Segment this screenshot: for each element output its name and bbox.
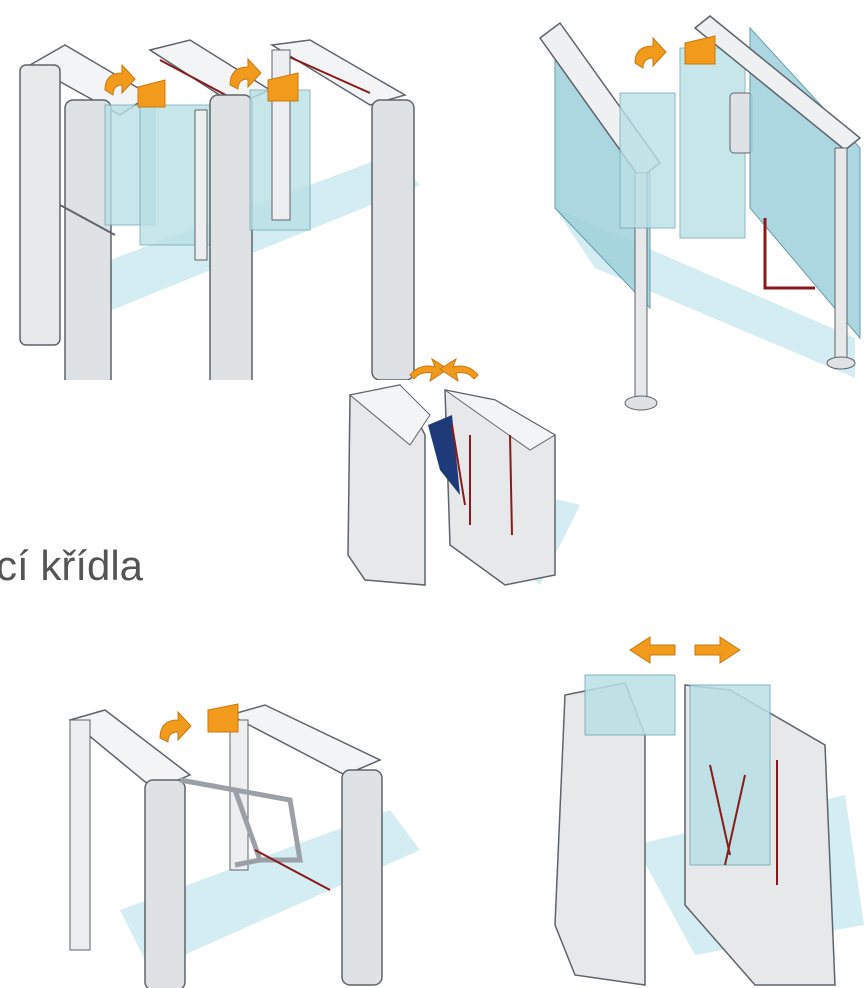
frame-post [342, 770, 382, 985]
swing-arrow-icon [685, 36, 715, 64]
swing-arrow-icon [160, 712, 191, 742]
slide-right-arrow-icon [695, 637, 740, 663]
arm-swing-gate-illustration [60, 700, 430, 988]
swing-arrow-icon [208, 704, 238, 732]
frame-post [70, 720, 90, 950]
slide-caption: cí křídla [0, 542, 143, 590]
frame-post [372, 100, 414, 380]
frame-post [210, 95, 252, 380]
sliding-glass-gate-illustration [545, 625, 864, 988]
swing-gate-triple-illustration [10, 35, 430, 380]
folding-wing-gate-illustration [340, 355, 590, 605]
glass-slider [585, 675, 675, 735]
glass-panel [620, 93, 675, 228]
frame-post [145, 780, 185, 988]
swing-arrow-icon [635, 38, 666, 68]
swing-arrow-icon [138, 80, 165, 107]
frame-post [65, 100, 111, 380]
frame-post [20, 65, 60, 345]
swing-arrow-icon [440, 359, 478, 381]
swing-gate-railing-illustration [535, 8, 864, 413]
slide-left-arrow-icon [630, 637, 675, 663]
